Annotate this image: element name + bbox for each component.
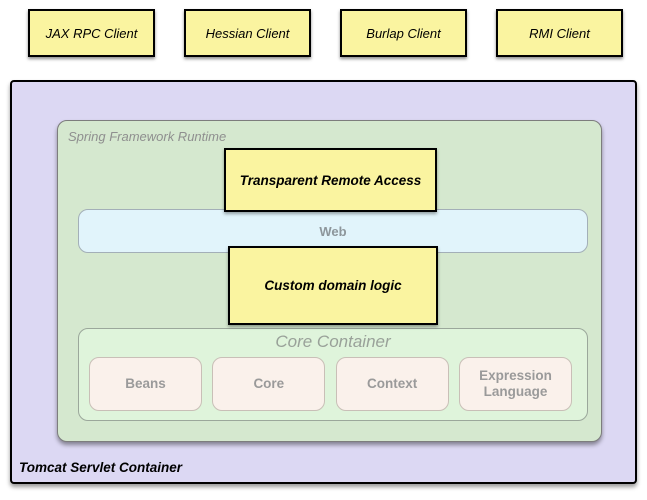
core-container: Core Container Beans Core Context Expres…	[78, 328, 588, 421]
custom-domain-logic-box: Custom domain logic	[228, 246, 438, 325]
client-box-rmi: RMI Client	[496, 9, 623, 57]
core-container-title: Core Container	[275, 332, 391, 351]
tomcat-label: Tomcat Servlet Container	[19, 460, 183, 475]
client-box-jax-rpc: JAX RPC Client	[28, 9, 155, 57]
web-label: Web	[319, 223, 347, 239]
clients-row: JAX RPC Client Hessian Client Burlap Cli…	[28, 9, 623, 57]
client-box-burlap: Burlap Client	[340, 9, 467, 57]
module-core: Core	[212, 357, 326, 411]
module-context: Context	[335, 357, 449, 411]
spring-framework-runtime: Spring Framework Runtime Transparent Rem…	[57, 120, 602, 442]
spring-runtime-label: Spring Framework Runtime	[68, 129, 227, 144]
module-beans: Beans	[89, 357, 202, 411]
core-modules-row: Beans Core Context Expression Language	[89, 357, 572, 411]
transparent-remote-access-box: Transparent Remote Access	[224, 148, 437, 212]
tomcat-servlet-container: Spring Framework Runtime Transparent Rem…	[10, 80, 637, 484]
module-expression-language: Expression Language	[458, 357, 572, 411]
client-box-hessian: Hessian Client	[184, 9, 311, 57]
